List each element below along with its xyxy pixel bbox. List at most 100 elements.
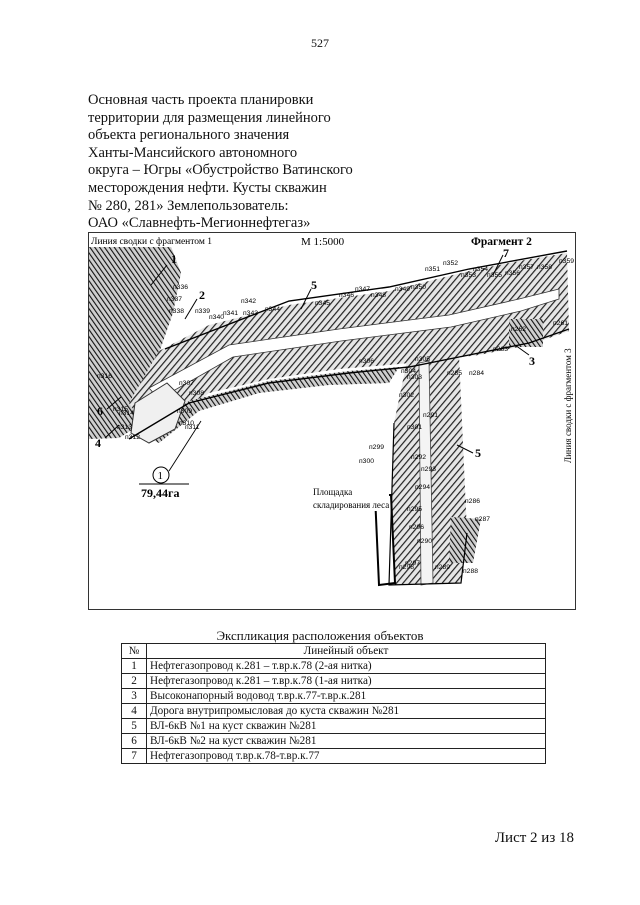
- map-point-label: п358: [537, 264, 552, 271]
- map-point-label: п305: [415, 356, 430, 363]
- map-point-label: п349: [395, 286, 410, 293]
- map-point-label: п303: [407, 374, 422, 381]
- map-point-label: п352: [443, 260, 458, 267]
- document-title: Основная часть проекта планировки террит…: [88, 92, 388, 233]
- object-marker: 6: [97, 404, 103, 418]
- title-line: ОАО «Славнефть-Мегионнефтегаз»: [88, 215, 311, 232]
- row-num: 4: [121, 703, 147, 719]
- legend-title: Экспликация расположения объектов: [216, 628, 424, 643]
- right-appendix: [449, 517, 481, 563]
- map-point-label: п346: [339, 292, 354, 299]
- map-point-label: п350: [411, 284, 426, 291]
- map-point-label: п285: [447, 370, 462, 377]
- map-point-label: п309: [177, 408, 192, 415]
- map-point-label: п337: [167, 296, 182, 303]
- row-num: 3: [121, 688, 147, 704]
- boundary-line-bottom: [128, 328, 570, 440]
- object-marker: 5: [475, 446, 481, 460]
- map-point-label: п286: [465, 498, 480, 505]
- title-line: № 280, 281» Землепользователь:: [88, 197, 289, 214]
- map-point-label: п300: [359, 458, 374, 465]
- boundary-line-top: [164, 250, 568, 350]
- map-point-label: п296: [409, 524, 424, 531]
- storage-label-line1: Площадка: [313, 487, 352, 497]
- row-name: Нефтегазопровод к.281 – т.вр.к.78 (2-ая …: [146, 658, 546, 674]
- row-num: 6: [121, 733, 147, 749]
- row-name: ВЛ-6кВ №1 на куст скважин №281: [146, 718, 546, 734]
- row-name: Нефтегазопровод к.281 – т.вр.к.78 (1-ая …: [146, 673, 546, 689]
- map-drawing: Линия сводки с фрагментом 1 М 1:5000 Фра…: [89, 233, 575, 587]
- row-name: Нефтегазопровод т.вр.к.78-т.вр.к.77: [146, 748, 546, 764]
- map-point-label: п340: [209, 314, 224, 321]
- legend-header-name: Линейный объект: [146, 643, 546, 659]
- marker-leader: [184, 298, 198, 320]
- map-point-label: п315: [113, 406, 128, 413]
- map-point-label: п291: [423, 412, 438, 419]
- map-point-label: п288: [463, 568, 478, 575]
- map-scale: М 1:5000: [301, 236, 345, 248]
- marker-leader: [150, 264, 168, 286]
- map-point-label: п341: [223, 310, 238, 317]
- map-point-label: п355: [487, 272, 502, 279]
- map-point-label: п298: [399, 564, 414, 571]
- map-point-label: п295: [407, 506, 422, 513]
- map-point-label: п339: [195, 308, 210, 315]
- vertical-boundary: [388, 422, 468, 586]
- map-point-label: п263: [493, 346, 508, 353]
- map-point-label: п293: [421, 466, 436, 473]
- left-notch: [130, 382, 186, 444]
- object-marker: 2: [199, 288, 205, 302]
- map-point-label: п289: [435, 564, 450, 571]
- map-point-label: п299: [369, 444, 384, 451]
- map-point-label: п347: [355, 286, 370, 293]
- legend-header-num: №: [121, 643, 147, 659]
- map-point-label: п312: [125, 434, 140, 441]
- marker-leader: [106, 396, 122, 410]
- map-point-label: п292: [411, 454, 426, 461]
- main-corridor: [129, 253, 569, 433]
- map-point-label: п308: [189, 390, 204, 397]
- left-hatched-area: [89, 241, 181, 439]
- marker-leader: [492, 254, 504, 276]
- map-header-backdrop: [89, 233, 575, 247]
- title-line: Ханты-Мансийского автономного: [88, 144, 298, 161]
- map-point-label: п357: [519, 264, 534, 271]
- map-point-label: п356: [505, 270, 520, 277]
- map-point-label: п261: [553, 320, 568, 327]
- object-marker: 7: [503, 246, 509, 260]
- row-name: ВЛ-6кВ №2 на куст скважин №281: [146, 733, 546, 749]
- object-marker: 3: [529, 354, 535, 368]
- map-point-label: п310: [179, 420, 194, 427]
- title-line: объекта регионального значения: [88, 127, 290, 144]
- map-header-left: Линия сводки с фрагментом 1: [91, 236, 212, 247]
- page-number: 527: [311, 36, 329, 50]
- marker-leader: [514, 344, 530, 356]
- inner-vertical-road: [418, 360, 434, 586]
- map-point-label: п294: [415, 484, 430, 491]
- map-point-label: п290: [417, 538, 432, 545]
- area-value: 79,44га: [141, 486, 179, 500]
- map-point-label: п314: [119, 410, 134, 417]
- title-line: месторождения нефти. Кусты скважин: [88, 179, 327, 196]
- map-point-label: п311: [185, 424, 200, 431]
- map-point-label: п306: [359, 358, 374, 365]
- planning-map: Линия сводки с фрагментом 1 М 1:5000 Фра…: [88, 232, 576, 610]
- map-point-label: п301: [407, 424, 422, 431]
- map-point-label: п343: [243, 310, 258, 317]
- map-point-label: п313: [117, 424, 132, 431]
- object-marker: 1: [171, 252, 177, 266]
- legend-header-row: № Линейный объект: [121, 643, 546, 659]
- title-line: Основная часть проекта планировки: [88, 92, 314, 108]
- marker-leader: [300, 288, 312, 310]
- row-name: Высоконапорный водовод т.вр.к.77-т.вр.к.…: [146, 688, 546, 704]
- map-point-label: п338: [169, 308, 184, 315]
- map-point-label: п307: [179, 380, 194, 387]
- map-point-label: п345: [315, 300, 330, 307]
